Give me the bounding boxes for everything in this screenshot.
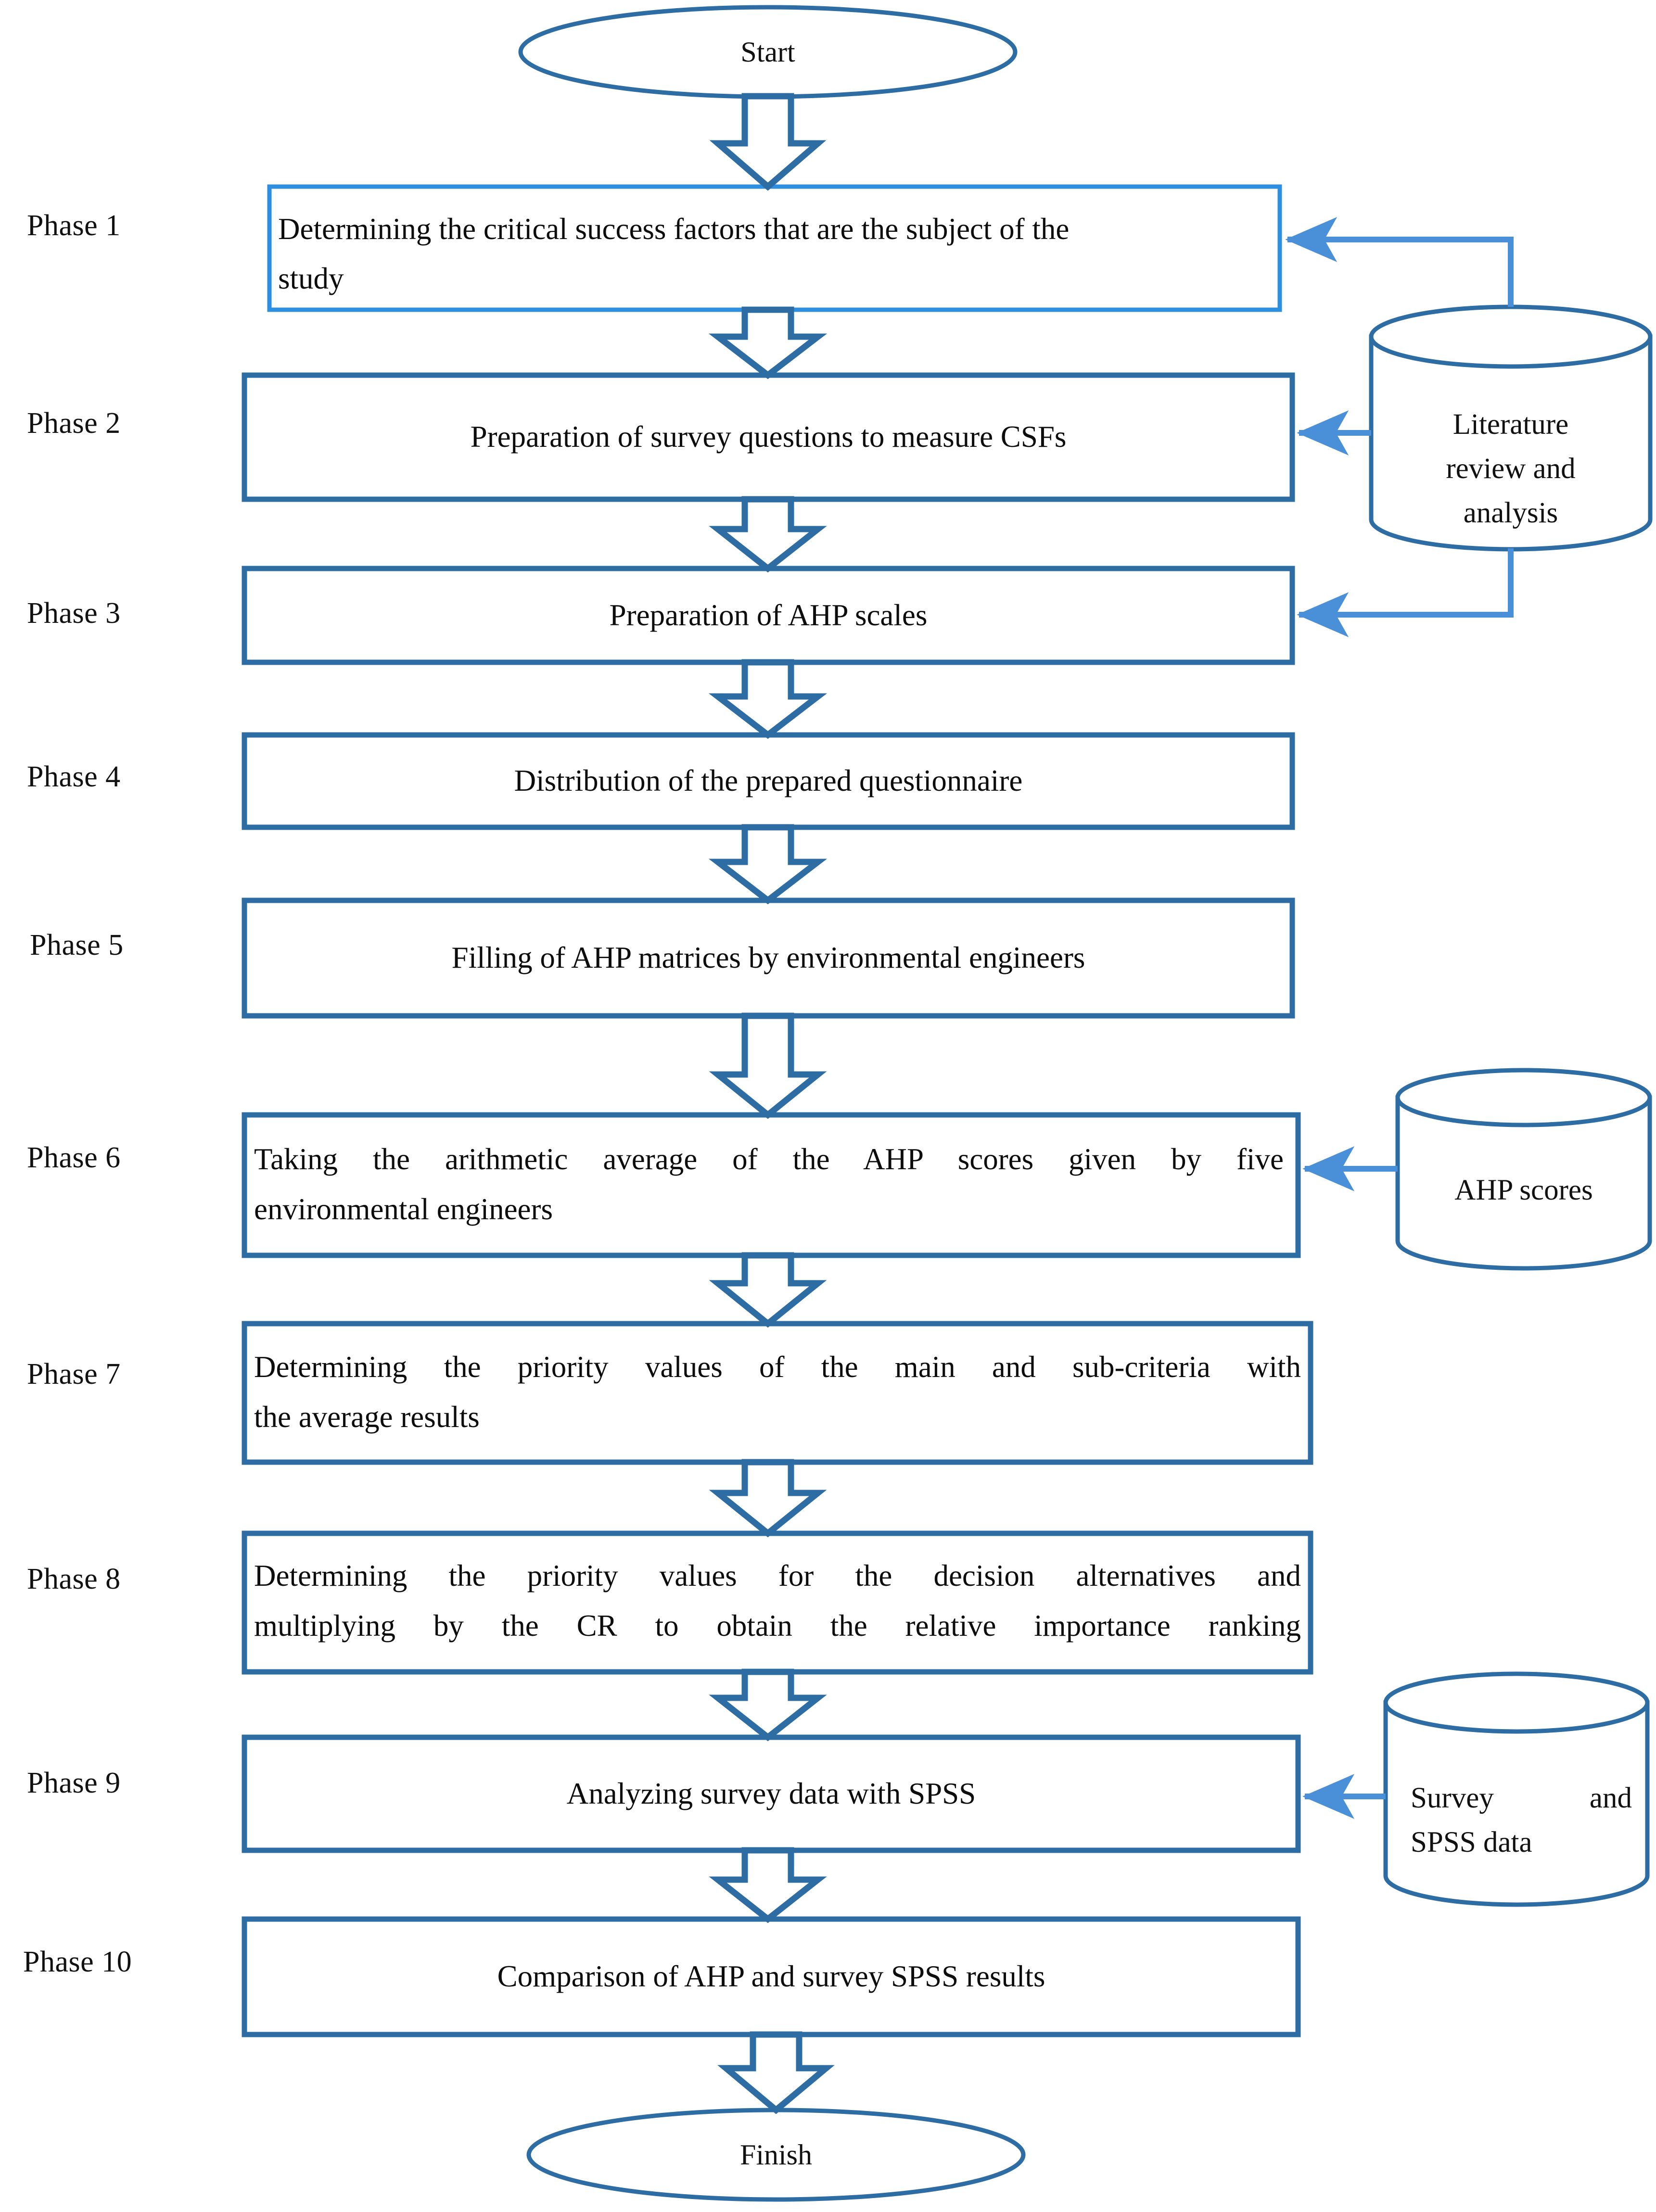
flow-arrow-phase7-to-phase8 (709, 1459, 827, 1538)
datastore-ahp-scores-cylinder (1395, 1068, 1652, 1271)
phase-8-text-line-2: multiplying by the CR to obtain the rela… (254, 1609, 1301, 1643)
phase-label-3: Phase 3 (27, 597, 121, 630)
flow-arrow-phase10-to-finish (717, 2031, 835, 2114)
flow-arrow-phase9-to-phase10 (709, 1847, 827, 1923)
phase-label-1: Phase 1 (27, 209, 121, 242)
phase-5-box (242, 897, 1295, 1019)
phase-label-8: Phase 8 (27, 1563, 121, 1595)
phase-2-text: Preparation of survey questions to measu… (470, 420, 1067, 454)
phase-10-box (242, 1916, 1301, 2037)
flow-arrow-phase8-to-phase9 (709, 1668, 827, 1742)
flow-arrow-phase2-to-phase3 (709, 496, 827, 573)
phase-label-4: Phase 4 (27, 760, 121, 793)
phase-1-text-line-1: Determining the critical success factors… (278, 212, 1070, 246)
phase-10-text: Comparison of AHP and survey SPSS result… (497, 1959, 1045, 1994)
phase-label-2: Phase 2 (27, 407, 121, 440)
flow-arrow-phase5-to-phase6 (709, 1012, 827, 1119)
phase-7-text-line-2: the average results (254, 1400, 480, 1434)
phase-8-text-line-1: Determining the priority values for the … (254, 1559, 1301, 1593)
phase-9-box (242, 1734, 1301, 1853)
datastore-literature-cylinder (1369, 304, 1653, 552)
phase-2-box (242, 372, 1295, 502)
phase-label-6: Phase 6 (27, 1141, 121, 1174)
datastore-literature-line-3: analysis (1463, 497, 1558, 529)
phase-7-box (242, 1321, 1313, 1465)
datastore-literature-line-1: Literature (1452, 408, 1569, 441)
phase-label-5: Phase 5 (30, 929, 124, 961)
finish-label: Finish (739, 2138, 813, 2171)
flow-arrow-phase4-to-phase5 (708, 824, 828, 905)
phase-3-text: Preparation of AHP scales (609, 598, 928, 632)
phase-label-9: Phase 9 (27, 1767, 121, 1799)
phase-7-text-line-1: Determining the priority values of the m… (254, 1350, 1301, 1384)
datastore-ahp-scores-line-1: AHP scores (1454, 1174, 1593, 1206)
phase-9-text: Analyzing survey data with SPSS (566, 1776, 976, 1810)
connector-literature-to-phase1 (1285, 217, 1514, 307)
flow-arrow-phase3-to-phase4 (708, 659, 828, 739)
phase-5-text: Filling of AHP matrices by environmental… (451, 941, 1085, 975)
phase-8-box (242, 1530, 1313, 1675)
phase-label-10: Phase 10 (23, 1946, 132, 1978)
datastore-survey-spss-cylinder (1383, 1671, 1650, 1907)
datastore-survey-spss-line-1: Survey and (1411, 1782, 1632, 1814)
datastore-literature-line-2: review and (1446, 453, 1576, 485)
phase-6-box (242, 1112, 1301, 1258)
flow-arrow-start-to-phase1 (709, 93, 827, 191)
connector-literature-to-phase3 (1297, 548, 1514, 637)
phase-4-text: Distribution of the prepared questionnai… (514, 764, 1023, 798)
phase-label-7: Phase 7 (27, 1358, 121, 1390)
flow-arrow-phase1-to-phase2 (708, 306, 828, 379)
flow-arrow-phase6-to-phase7 (709, 1252, 827, 1328)
phase-3-box (242, 566, 1295, 665)
start-label: Start (740, 36, 795, 68)
phase-6-text-line-1: Taking the arithmetic average of the AHP… (254, 1142, 1284, 1176)
phase-6-text-line-2: environmental engineers (254, 1192, 553, 1226)
datastore-survey-spss-line-2: SPSS data (1411, 1826, 1532, 1858)
phase-1-text-line-2: study (278, 262, 344, 295)
